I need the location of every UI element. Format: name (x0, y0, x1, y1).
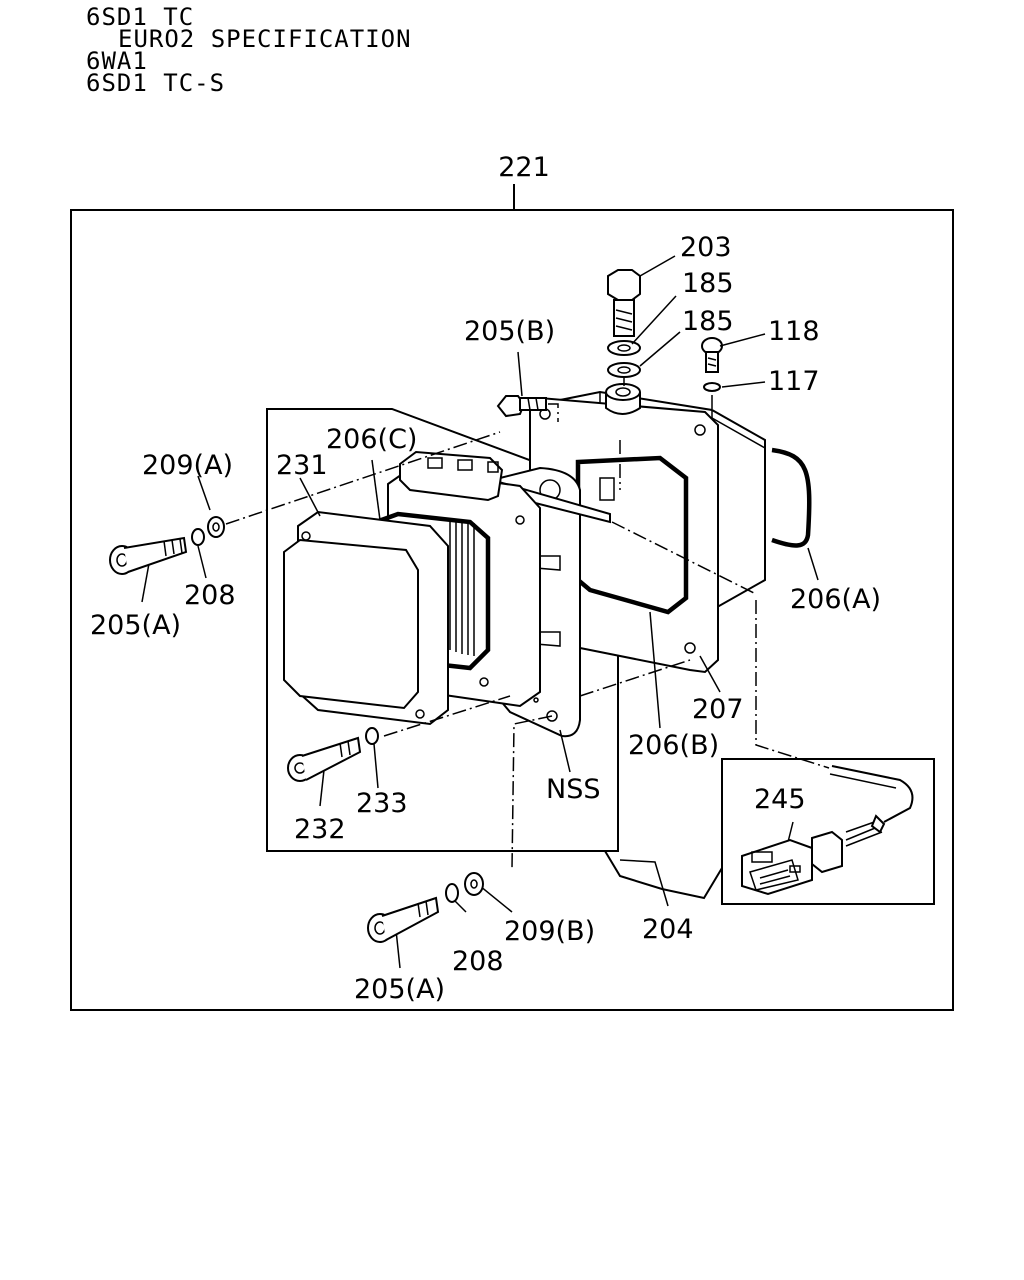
callout-206b: 206(B) (628, 730, 719, 761)
callout-205a-lower: 205(A) (354, 974, 445, 1005)
callout-231: 231 (276, 450, 328, 481)
washer-185-upper (607, 340, 641, 356)
header-line-spec: EURO2 SPECIFICATION (118, 25, 412, 53)
callout-205b: 205(B) (464, 316, 555, 347)
washer-208-lower (445, 883, 459, 903)
subassembly-frame (266, 408, 619, 852)
callout-204-leader-frame (604, 850, 723, 900)
callout-204: 204 (642, 914, 694, 945)
callout-118: 118 (768, 316, 820, 347)
harness-leader-line (755, 600, 830, 769)
washer-208-upper (191, 528, 205, 546)
callout-203: 203 (680, 232, 732, 263)
bolt-205b-axis (548, 403, 559, 422)
callout-207: 207 (692, 694, 744, 725)
callout-206c: 206(C) (326, 424, 417, 455)
bolt-232 (287, 736, 362, 782)
assembly-axes (225, 431, 757, 869)
callout-185-upper: 185 (682, 268, 734, 299)
union-fitting (605, 383, 641, 415)
screw-118 (701, 337, 723, 373)
callout-117: 117 (768, 366, 820, 397)
header-line-variant: 6SD1 TC-S (86, 69, 226, 97)
callout-208-lower: 208 (452, 946, 504, 977)
callout-208-upper: 208 (184, 580, 236, 611)
bolt-203 (607, 269, 641, 337)
callout-209b: 209(B) (504, 916, 595, 947)
callout-206a: 206(A) (790, 584, 881, 615)
cover-231 (283, 510, 449, 726)
model-header: 6SD1 TC EURO2 SPECIFICATION 6WA1 6SD1 TC… (86, 3, 412, 97)
callout-nss: NSS (546, 774, 600, 805)
assembly-number: 221 (498, 152, 550, 183)
callout-209a: 209(A) (142, 450, 233, 481)
header-line-engine: 6WA1 (86, 47, 148, 75)
bolt-205b (496, 395, 547, 418)
seal-206a (771, 447, 812, 548)
washer-185-lower (607, 362, 641, 378)
washer-209b (464, 872, 484, 896)
bolt-205a-upper (109, 536, 188, 575)
bolt-205a-lower (367, 896, 440, 943)
assembly-frame (70, 209, 954, 1011)
connector-245 (741, 765, 914, 896)
connector-inset-frame (721, 758, 935, 905)
washer-233 (365, 727, 379, 745)
callout-245: 245 (754, 784, 806, 815)
callout-205a-upper: 205(A) (90, 610, 181, 641)
header-line-model: 6SD1 TC (86, 3, 195, 31)
callout-185-lower: 185 (682, 306, 734, 337)
washer-117 (703, 382, 721, 392)
callout-232: 232 (294, 814, 346, 845)
callout-233: 233 (356, 788, 408, 819)
washer-209a (207, 516, 225, 538)
